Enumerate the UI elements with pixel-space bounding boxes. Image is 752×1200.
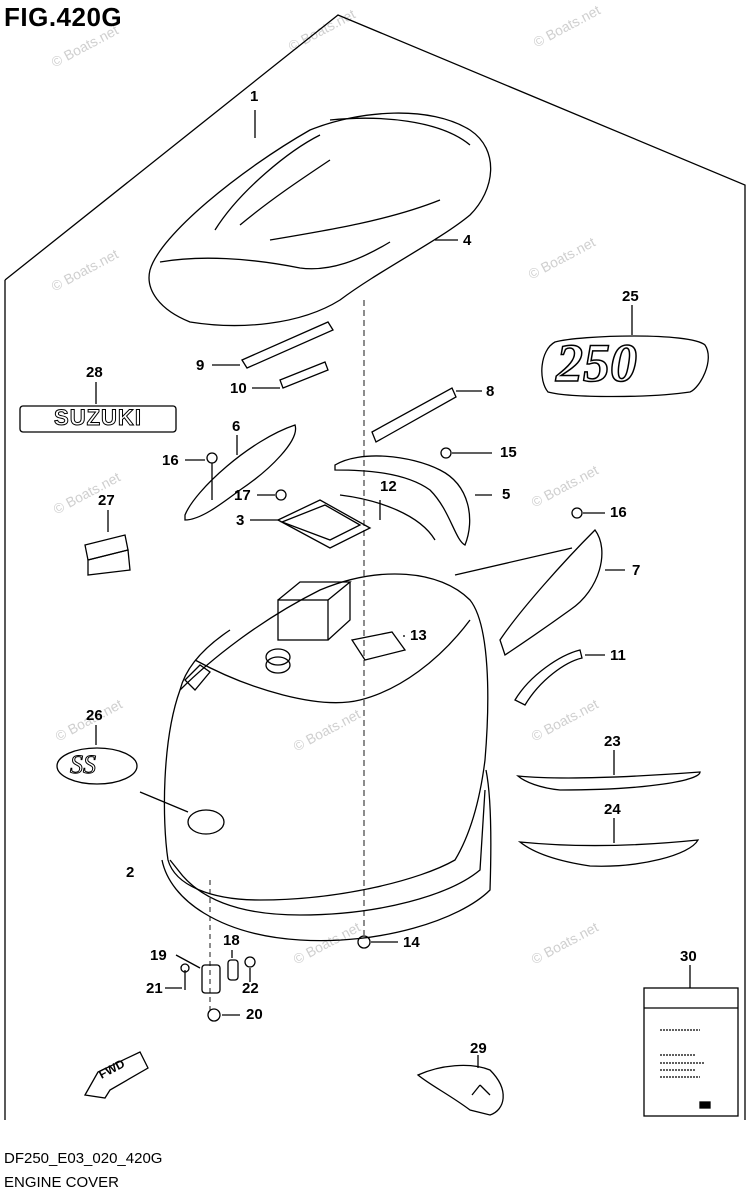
side-vent-7: [499, 529, 603, 657]
callout-7: 7: [632, 562, 641, 579]
callout-5: 5: [502, 486, 511, 503]
bracket-3: [276, 499, 372, 549]
callout-8: 8: [486, 383, 495, 400]
callout-10: 10: [230, 380, 247, 397]
figure-code: DF250_E03_020_420G: [4, 1150, 163, 1167]
callout-19: 19: [150, 947, 167, 964]
callout-30: 30: [680, 948, 697, 965]
lower-engine-cover: [163, 573, 489, 901]
rear-vent-5: [334, 455, 471, 546]
figure-title: FIG.420G: [4, 2, 123, 32]
decal-ss-text: SS: [70, 750, 97, 780]
callout-29: 29: [470, 1040, 487, 1057]
callout-13: 13: [410, 627, 427, 644]
callout-20: 20: [246, 1006, 263, 1023]
figure-caption: ENGINE COVER: [4, 1174, 120, 1191]
decal-250-text: 250: [555, 332, 638, 394]
callout-16-right: 16: [610, 504, 627, 521]
callout-24: 24: [604, 801, 621, 818]
callout-2: 2: [126, 864, 135, 881]
seal-strip-8: [371, 387, 457, 443]
callout-15: 15: [500, 444, 517, 461]
callout-23: 23: [604, 733, 621, 750]
callout-16-left: 16: [162, 452, 179, 469]
callout-25: 25: [622, 288, 639, 305]
callout-28: 28: [86, 364, 103, 381]
decal-250-outline: [541, 335, 709, 398]
callout-14: 14: [403, 934, 420, 951]
plate-13: [350, 631, 407, 661]
fwd-arrow: [83, 1051, 149, 1099]
callout-9: 9: [196, 357, 205, 374]
callout-17: 17: [234, 487, 251, 504]
callout-6: 6: [232, 418, 241, 435]
stripe-decal-24: [517, 839, 700, 867]
callout-27: 27: [98, 492, 115, 509]
callout-3: 3: [236, 512, 245, 529]
top-cover: [148, 112, 492, 327]
seal-strip-11: [514, 649, 583, 706]
tool-bag: [416, 1064, 504, 1116]
seal-strip-10: [279, 361, 329, 389]
callout-21: 21: [146, 980, 163, 997]
callout-1: 1: [250, 88, 259, 105]
owners-manual: [643, 987, 739, 1117]
stripe-decal-23: [516, 771, 701, 791]
badge-ss-ellipse: [56, 747, 138, 785]
decal-suzuki-frame: [19, 405, 177, 433]
callout-18: 18: [223, 932, 240, 949]
callout-12: 12: [380, 478, 397, 495]
callout-26: 26: [86, 707, 103, 724]
callout-11: 11: [610, 647, 626, 664]
decal-suzuki-text: SUZUKI: [54, 405, 142, 431]
callout-4: 4: [463, 232, 472, 249]
callout-22: 22: [242, 980, 259, 997]
seal-strip-9: [241, 321, 334, 369]
side-vent-6: [184, 424, 297, 521]
